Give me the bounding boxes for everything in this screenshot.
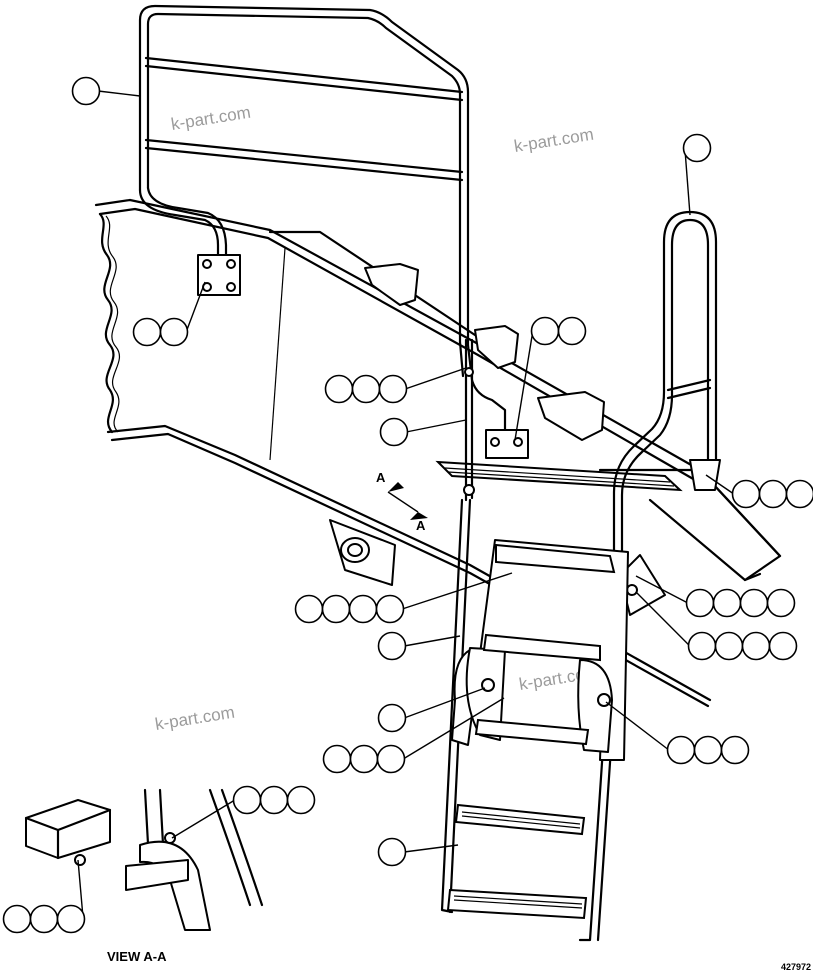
callout-bubble [666, 735, 696, 765]
watermark-4: k-part.com [154, 703, 236, 734]
callout-leader [605, 701, 670, 751]
callout-leader [401, 572, 513, 610]
callout-bubble [379, 417, 409, 447]
watermark-2: k-part.com [513, 125, 595, 156]
callout-bubble [321, 594, 351, 624]
callout-bubble [714, 631, 744, 661]
callout-leader [171, 799, 236, 839]
callout-leader [404, 635, 461, 647]
callout-bubble [159, 317, 189, 347]
callout-vertical-rod [379, 417, 467, 447]
callout-bubble [132, 317, 162, 347]
upper-guardrail [138, 4, 507, 457]
callout-bubble [351, 374, 381, 404]
callout-leader [402, 697, 505, 760]
callout-bubble [766, 588, 796, 618]
callout-step-hardware-a [294, 572, 513, 624]
callout-bubble [758, 479, 788, 509]
callout-bubble [720, 735, 750, 765]
callout-bubble [768, 631, 798, 661]
callout-bubble [377, 631, 407, 661]
callout-leader [404, 844, 459, 853]
callout-right-bracket [514, 316, 587, 441]
callout-bubble [739, 588, 769, 618]
callout-leader [635, 591, 691, 647]
callout-bubble [2, 904, 32, 934]
callout-bubble [286, 785, 316, 815]
callout-bubble [557, 316, 587, 346]
right-handrail [612, 210, 721, 616]
callout-bubble [377, 837, 407, 867]
callout-bubble [324, 374, 354, 404]
callout-bubble [378, 374, 408, 404]
section-markers: A A [376, 470, 428, 533]
section-marker-upper: A [376, 470, 386, 485]
callout-upper-clamp-hardware [324, 367, 467, 404]
callout-right-handrail [682, 133, 712, 216]
callout-bubble [349, 744, 379, 774]
callout-bubble [377, 703, 407, 733]
drawing-number: 427972 [781, 962, 811, 972]
callout-bubble [375, 594, 405, 624]
callout-side-mount-b [635, 591, 798, 661]
callout-leader [403, 687, 486, 719]
callout-bubble [685, 588, 715, 618]
view-a-a-inset: VIEW A-A [24, 788, 264, 964]
callout-upper-guardrail [71, 76, 141, 106]
callout-ladder-frame [377, 631, 461, 661]
callout-bubble [71, 76, 101, 106]
callout-bubble [29, 904, 59, 934]
callout-bubble [687, 631, 717, 661]
callout-rail-bracket-left [132, 281, 206, 347]
callout-bubble [376, 744, 406, 774]
callout-view-hardware-upper [171, 785, 316, 839]
callout-leader [514, 330, 534, 441]
callout-bubble [693, 735, 723, 765]
callout-bubble [232, 785, 262, 815]
left-clamp-bracket [197, 254, 241, 296]
callout-bubble [530, 316, 560, 346]
callout-bubble [712, 588, 742, 618]
callout-bubble [682, 133, 712, 163]
callout-bubble [294, 594, 324, 624]
callout-bubble [56, 904, 86, 934]
callout-right-mount-hardware [705, 474, 813, 509]
callout-leader [185, 281, 206, 333]
watermark-1: k-part.com [170, 103, 252, 134]
callout-bubble [731, 479, 761, 509]
section-marker-lower: A [416, 518, 426, 533]
callout-leader [684, 147, 691, 216]
callout-lower-pivot-hardware [605, 701, 750, 765]
callout-leader [406, 419, 467, 433]
ladder-assembly [440, 498, 629, 942]
callout-ladder-assembly [377, 837, 459, 867]
callout-view-hardware-lower [2, 859, 86, 934]
callout-leader [77, 859, 84, 920]
callout-pivot-hardware [322, 697, 505, 774]
callout-bubble [322, 744, 352, 774]
callout-side-mount-a [635, 575, 796, 618]
callout-bubble [348, 594, 378, 624]
callout-bubble [259, 785, 289, 815]
callout-bubble [741, 631, 771, 661]
callout-bubble [785, 479, 813, 509]
callout-pivot-plate [377, 687, 486, 733]
callout-leader [635, 575, 689, 604]
view-label: VIEW A-A [107, 949, 167, 964]
callout-leader [705, 474, 735, 495]
callout-leader [404, 367, 467, 390]
callout-layer [2, 76, 813, 934]
deck-pads [364, 263, 605, 441]
upper-platform [435, 338, 683, 502]
callout-leader [98, 90, 141, 97]
